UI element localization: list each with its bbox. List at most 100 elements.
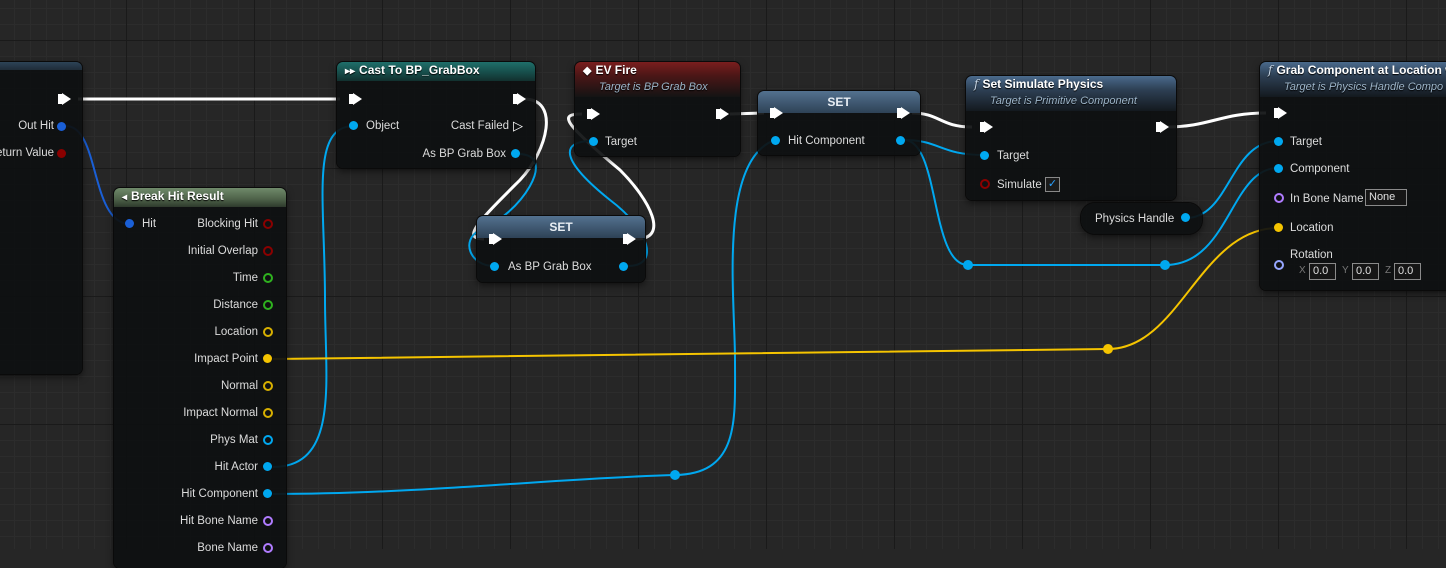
node-header: ◂Break Hit Result <box>114 188 286 207</box>
reroute-node <box>1160 260 1170 270</box>
rotation-y-field[interactable]: 0.0 <box>1352 263 1379 280</box>
wire-hitactor-object <box>272 125 355 468</box>
break-struct-icon: ◂ <box>122 192 128 203</box>
exec-in-pin[interactable] <box>587 108 600 120</box>
component-pin[interactable] <box>1274 164 1283 173</box>
target-pin[interactable] <box>980 151 989 160</box>
phys-mat-pin[interactable] <box>263 435 273 445</box>
exec-wire-set-fire <box>567 112 656 241</box>
hit-actor-label: Hit Actor <box>214 461 258 473</box>
normal-label: Normal <box>220 380 258 392</box>
phys-mat-label: Phys Mat <box>210 434 258 446</box>
cast-failed-label: Cast Failed <box>450 120 509 132</box>
function-icon: f <box>1268 63 1273 77</box>
exec-out-pin[interactable] <box>1156 121 1169 133</box>
hit-label: Hit <box>142 218 157 230</box>
rotation-z-field[interactable]: 0.0 <box>1394 263 1421 280</box>
initial-overlap-pin[interactable] <box>263 246 273 256</box>
hit-component-in-pin[interactable] <box>771 136 780 145</box>
hit-bone-name-label: Hit Bone Name <box>180 515 258 527</box>
hit-component-label: Hit Component <box>181 488 258 500</box>
exec-out-pin[interactable] <box>897 107 910 119</box>
target-pin[interactable] <box>1274 137 1283 146</box>
impact-normal-pin[interactable] <box>263 408 273 418</box>
exec-out-pin[interactable] <box>513 93 526 105</box>
break-hit-result-node[interactable]: ◂Break Hit Result Hit Blocking Hit Initi… <box>114 188 286 568</box>
physics-handle-node[interactable]: Physics Handle <box>1081 203 1202 234</box>
hit-component-out-pin[interactable] <box>896 136 905 145</box>
ev-fire-node[interactable]: ◆EV Fire Target is BP Grab Box Target <box>575 62 740 156</box>
cast-node[interactable]: ▸▸Cast To BP_GrabBox Object Cast Failed … <box>337 62 535 168</box>
return-value-pin[interactable] <box>57 149 66 158</box>
location-pin[interactable] <box>1274 223 1283 232</box>
normal-pin[interactable] <box>263 381 273 391</box>
target-pin[interactable] <box>589 137 598 146</box>
time-pin[interactable] <box>263 273 273 283</box>
rotation-y-label: Y <box>1342 265 1349 276</box>
rotation-z-label: Z <box>1385 265 1392 276</box>
hit-input-pin[interactable] <box>125 219 134 228</box>
impact-point-pin[interactable] <box>263 354 272 363</box>
bone-name-label: Bone Name <box>197 542 258 554</box>
exec-in-pin[interactable] <box>349 93 362 105</box>
exec-in-pin[interactable] <box>980 121 993 133</box>
node-title: Break Hit Result <box>131 189 224 203</box>
impact-point-label: Impact Point <box>194 353 258 365</box>
wire-set-target <box>568 140 648 267</box>
reroute-node <box>1103 344 1113 354</box>
object-pin[interactable] <box>349 121 358 130</box>
rotation-x-field[interactable]: 0.0 <box>1309 263 1336 280</box>
exec-in-pin[interactable] <box>489 233 502 245</box>
wire-hitcomp-set <box>272 139 776 495</box>
exec-out-pin[interactable] <box>623 233 636 245</box>
location-label: Location <box>1290 222 1334 234</box>
node-subtitle: Target is Physics Handle Compo <box>1284 81 1444 93</box>
as-bp-grab-box-out-pin[interactable] <box>619 262 628 271</box>
distance-pin[interactable] <box>263 300 273 310</box>
set-hit-component-node[interactable]: SET Hit Component <box>758 91 920 155</box>
function-icon: f <box>974 77 979 91</box>
bone-name-pin[interactable] <box>263 543 273 553</box>
line-trace-node[interactable]: Out Hit eturn Value <box>0 62 82 374</box>
simulate-label: Simulate <box>997 179 1042 191</box>
rotation-pin[interactable] <box>1274 260 1284 270</box>
out-hit-pin[interactable] <box>57 122 66 131</box>
location-pin[interactable] <box>263 327 273 337</box>
return-value-label: eturn Value <box>0 147 54 159</box>
hit-bone-name-pin[interactable] <box>263 516 273 526</box>
location-label: Location <box>214 326 258 338</box>
hit-component-label: Hit Component <box>788 135 865 147</box>
hit-actor-pin[interactable] <box>263 462 272 471</box>
reroute-node <box>963 260 973 270</box>
exec-out-pin[interactable] <box>58 93 71 105</box>
exec-in-pin[interactable] <box>1274 107 1287 119</box>
cast-failed-exec-pin[interactable]: ▷ <box>513 118 523 133</box>
in-bone-name-pin[interactable] <box>1274 193 1284 203</box>
set-grab-box-node[interactable]: SET As BP Grab Box <box>477 216 645 282</box>
as-bp-grab-box-in-pin[interactable] <box>490 262 499 271</box>
in-bone-name-field[interactable]: None <box>1365 189 1407 206</box>
physics-handle-out-pin[interactable] <box>1181 213 1190 222</box>
node-title: EV Fire <box>595 63 637 77</box>
node-subtitle: Target is BP Grab Box <box>599 81 708 93</box>
component-label: Component <box>1290 163 1350 175</box>
as-bp-grab-box-label: As BP Grab Box <box>422 148 506 160</box>
blocking-hit-pin[interactable] <box>263 219 273 229</box>
node-header <box>0 62 82 70</box>
cast-icon: ▸▸ <box>345 66 356 77</box>
node-title: Set Simulate Physics <box>982 77 1104 91</box>
simulate-pin[interactable] <box>980 179 990 189</box>
exec-in-pin[interactable] <box>770 107 783 119</box>
exec-wire-sethit-sim <box>911 111 973 129</box>
out-hit-label: Out Hit <box>18 120 54 132</box>
object-label: Object <box>366 120 400 132</box>
as-bp-grab-box-pin[interactable] <box>511 149 520 158</box>
in-bone-name-label: In Bone Name <box>1290 193 1364 205</box>
hit-component-pin[interactable] <box>263 489 272 498</box>
blocking-hit-label: Blocking Hit <box>197 218 258 230</box>
simulate-checkbox[interactable]: ✓ <box>1045 177 1060 192</box>
exec-out-pin[interactable] <box>716 108 729 120</box>
